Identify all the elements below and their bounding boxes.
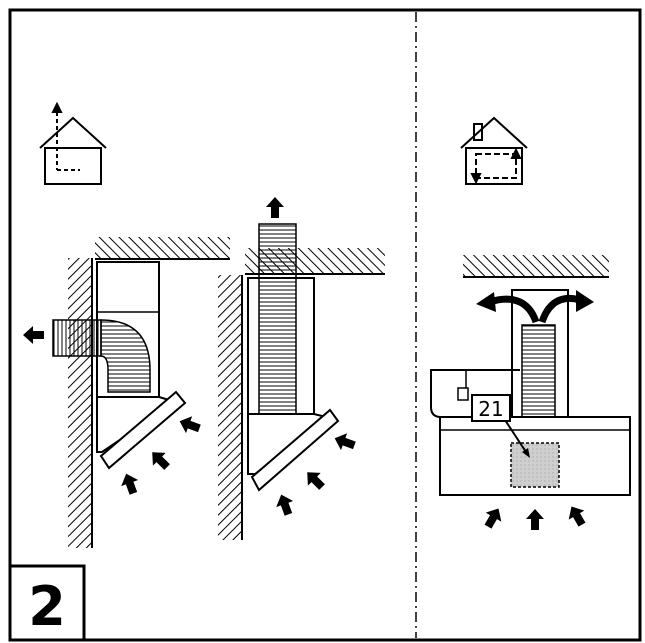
elbow-duct-horizontal [52, 319, 102, 357]
hood-panel [99, 390, 187, 470]
wall [68, 258, 92, 548]
hood-vertical-exhaust [218, 197, 385, 540]
wall [218, 275, 242, 540]
elbow-duct-bend [100, 319, 151, 393]
figure-number: 2 [28, 575, 66, 638]
carbon-filter [510, 442, 560, 488]
house-exhaust-icon [39, 101, 107, 185]
intake-arrow [300, 465, 329, 494]
outflow-arrow-left [488, 295, 540, 324]
recirculation-duct [521, 324, 556, 418]
exhaust-arrow [266, 197, 284, 218]
intake-arrow [117, 470, 142, 497]
vertical-duct [258, 223, 297, 417]
hood-elbow-exhaust [23, 237, 230, 548]
ceiling [463, 255, 609, 277]
part-label-box [471, 394, 511, 422]
figure-number-box [8, 564, 86, 642]
part-label: 21 [478, 397, 503, 421]
house-recirculation-icon [460, 116, 528, 185]
outflow-arrow-left-head [476, 292, 496, 312]
intake-arrow [331, 429, 358, 454]
part-pointer [504, 419, 527, 453]
exhaust-arrow [23, 326, 44, 344]
hood-recirculation: 21 [430, 255, 631, 532]
intake-arrow [272, 491, 297, 518]
outflow-arrow-right-head [576, 290, 594, 312]
hood-panel [250, 408, 340, 492]
intake-arrow [526, 509, 544, 530]
intake-arrow [145, 445, 174, 474]
outer-frame [8, 8, 642, 642]
intake-arrow [480, 503, 507, 532]
intake-arrow [176, 412, 203, 437]
ceiling [95, 237, 230, 259]
intake-arrow [563, 501, 590, 530]
